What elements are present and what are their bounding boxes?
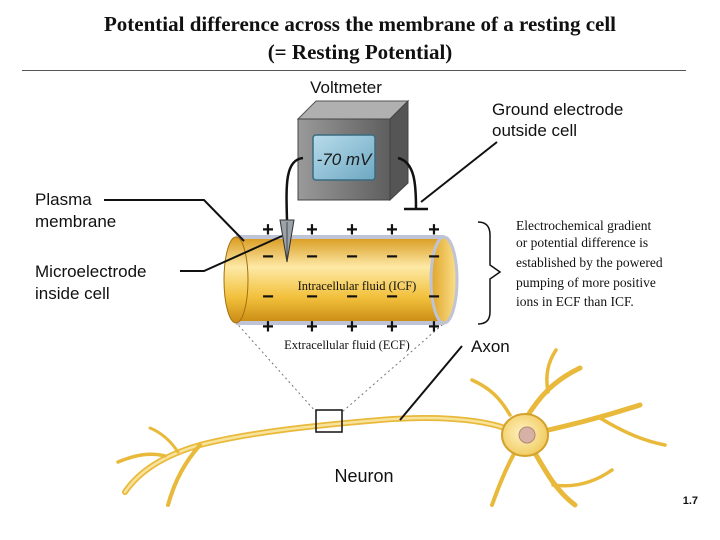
- icf-label: Intracellular fluid (ICF): [298, 279, 417, 293]
- voltmeter-screen: [312, 134, 376, 181]
- microelectrode-leader: [180, 235, 283, 272]
- charge-minus: −: [346, 246, 358, 268]
- ecf-label: Extracellular fluid (ECF): [284, 338, 410, 352]
- page-title-line1: Potential difference across the membrane…: [103, 12, 617, 36]
- charge-plus: +: [306, 219, 318, 241]
- title-divider: [22, 70, 686, 71]
- charge-minus: −: [262, 246, 274, 268]
- slide-number: 1.7: [683, 495, 698, 507]
- ground-wire: [397, 156, 418, 209]
- gradient-text-line: Electrochemical gradient: [516, 218, 652, 233]
- charge-plus: +: [262, 219, 274, 241]
- voltmeter-label: Voltmeter: [310, 78, 382, 97]
- charge-minus: −: [386, 286, 398, 308]
- plasma-membrane-leader: [104, 199, 245, 242]
- charge-plus: +: [306, 316, 318, 338]
- charge-minus: −: [346, 286, 358, 308]
- zoom-box: [315, 409, 343, 433]
- charge-minus: −: [262, 286, 274, 308]
- ground-electrode-label-line2: outside cell: [492, 121, 577, 140]
- ground-leader-line: [420, 141, 498, 203]
- microelectrode-label-line1: Microelectrode: [35, 262, 147, 281]
- charge-plus: +: [386, 219, 398, 241]
- axon-label: Axon: [471, 337, 510, 356]
- charge-plus: +: [428, 316, 440, 338]
- plasma-membrane-label-line2: membrane: [35, 212, 116, 231]
- charge-minus: −: [306, 286, 318, 308]
- gradient-text-line: ions in ECF than ICF.: [516, 294, 634, 309]
- microelectrode-wire: [285, 156, 304, 221]
- gradient-text-line: or potential difference is: [516, 235, 648, 250]
- charge-minus: −: [306, 246, 318, 268]
- charge-minus: −: [428, 246, 440, 268]
- voltage-readout: -70 mV: [317, 150, 373, 169]
- charge-plus: +: [428, 219, 440, 241]
- charge-plus: +: [262, 316, 274, 338]
- plasma-membrane-label-line1: Plasma: [35, 190, 92, 209]
- charge-minus: −: [386, 246, 398, 268]
- magnification-lines: [231, 317, 451, 413]
- charge-minus: −: [428, 286, 440, 308]
- voltmeter: -70 mV: [296, 99, 410, 202]
- axon-cross-section: [429, 235, 459, 325]
- gradient-text-line: established by the powered: [516, 255, 663, 270]
- gradient-bracket: [477, 221, 502, 325]
- charge-plus: +: [346, 219, 358, 241]
- axon-leader-line: [399, 345, 463, 421]
- neuron-illustration: [116, 348, 667, 508]
- microelectrode-label-line2: inside cell: [35, 284, 110, 303]
- neuron-label: Neuron: [334, 466, 393, 486]
- charge-plus: +: [346, 316, 358, 338]
- ground-electrode-label-line1: Ground electrode: [492, 100, 623, 119]
- page-title-line2: (= Resting Potential): [267, 40, 453, 64]
- charge-plus: +: [386, 316, 398, 338]
- gradient-text-line: pumping of more positive: [516, 275, 656, 290]
